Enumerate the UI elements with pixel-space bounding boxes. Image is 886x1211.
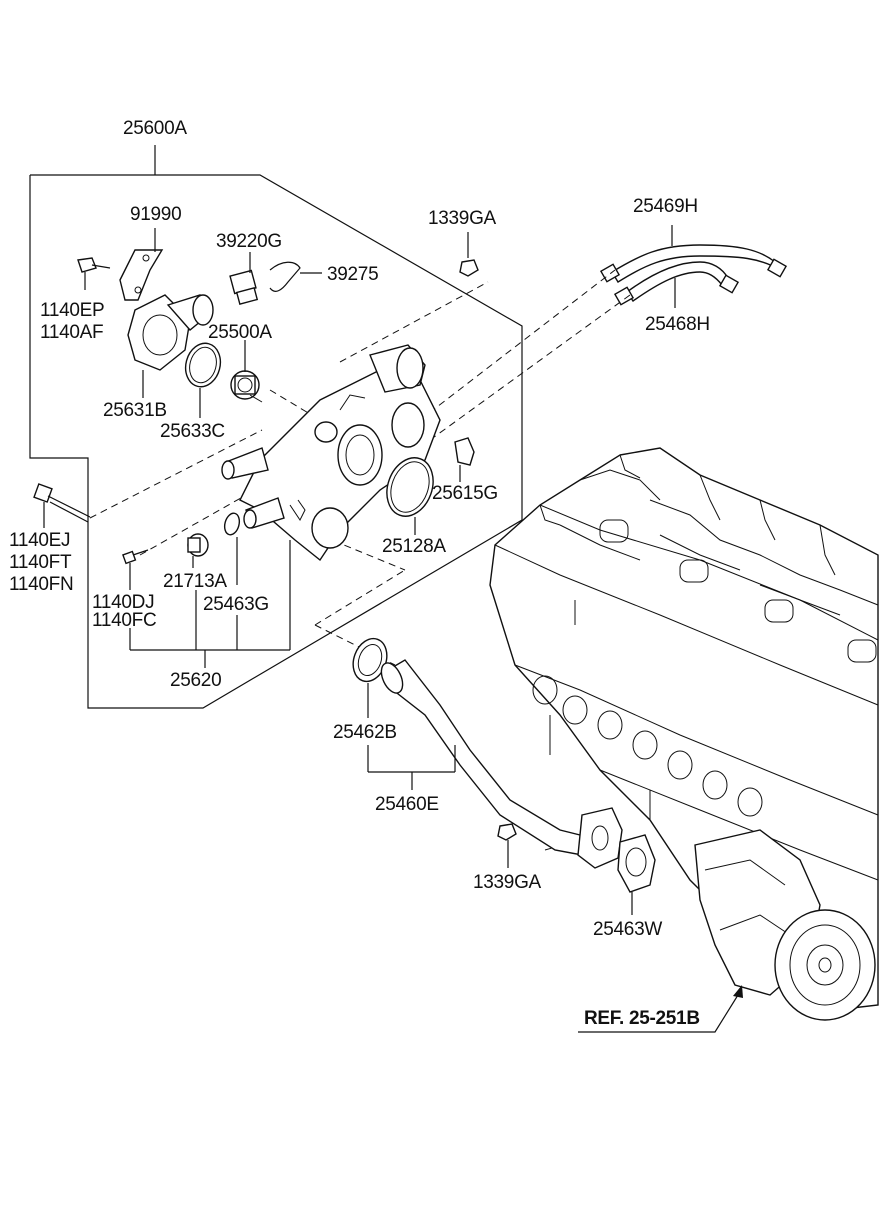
temperature-sensor — [229, 252, 322, 305]
label-1140AF: 1140AF — [40, 322, 104, 343]
cover-gasket — [184, 342, 222, 418]
engine-block — [489, 447, 879, 1021]
label-25633C: 25633C — [160, 421, 225, 442]
small-gasket — [454, 437, 475, 482]
nut-bottom — [497, 823, 517, 868]
label-1339GA-top: 1339GA — [428, 208, 496, 229]
label-1140FN: 1140FN — [9, 574, 74, 595]
label-25468H: 25468H — [645, 314, 710, 335]
label-1140EJ: 1140EJ — [9, 530, 71, 551]
label-25620: 25620 — [170, 670, 222, 691]
thermostat-housing-cover — [77, 228, 214, 398]
label-39220G: 39220G — [216, 231, 282, 252]
plug-and-oring — [187, 512, 241, 585]
pump-gasket — [617, 834, 656, 915]
assembly-boundary — [29, 145, 523, 709]
reference-pointer — [578, 985, 743, 1033]
label-1339GA-bottom: 1339GA — [473, 872, 541, 893]
label-25631B: 25631B — [103, 400, 167, 421]
assembly-center-lines — [89, 269, 631, 851]
water-outlet-housing — [221, 344, 441, 562]
label-25600A: 25600A — [123, 118, 187, 139]
water-pipe — [352, 637, 623, 869]
label-91990: 91990 — [130, 204, 182, 225]
label-25469H: 25469H — [633, 196, 698, 217]
label-39275: 39275 — [327, 264, 379, 285]
label-ref-25-251B: REF. 25-251B — [584, 1008, 700, 1029]
label-25463W: 25463W — [593, 919, 662, 940]
short-bolt — [122, 549, 149, 590]
label-1140FC: 1140FC — [92, 610, 157, 631]
nut-top — [459, 232, 479, 277]
pipe-subassembly-bracket — [129, 540, 291, 668]
heater-hoses — [599, 225, 788, 308]
large-gasket — [386, 457, 434, 535]
label-25615G: 25615G — [432, 483, 498, 504]
label-1140DJ: 1140DJ — [92, 592, 155, 613]
label-25500A: 25500A — [208, 322, 272, 343]
label-25128A: 25128A — [382, 536, 446, 557]
label-25463G: 25463G — [203, 594, 269, 615]
label-1140EP: 1140EP — [40, 300, 105, 321]
label-21713A: 21713A — [163, 571, 227, 592]
long-bolt — [33, 483, 91, 528]
label-25460E: 25460E — [375, 794, 439, 815]
thermostat — [230, 340, 263, 403]
label-25462B: 25462B — [333, 722, 397, 743]
label-1140FT: 1140FT — [9, 552, 72, 573]
